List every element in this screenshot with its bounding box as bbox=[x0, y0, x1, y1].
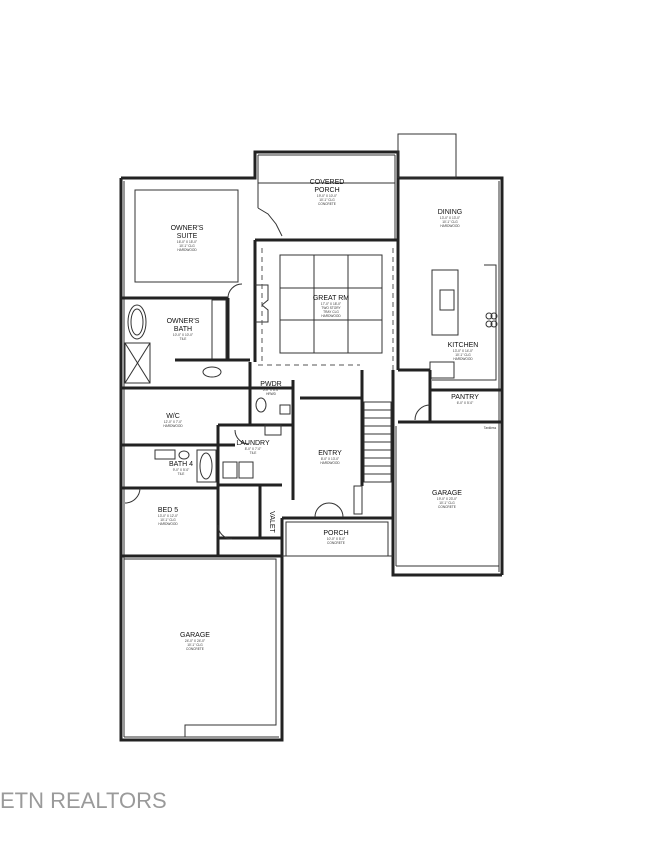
wic-dims: 12'-0" X 7'-0" bbox=[164, 420, 182, 424]
garage-right-name: GARAGE bbox=[432, 490, 462, 497]
great-rm-floor: HARDWOOD bbox=[321, 314, 341, 318]
dining-floor: HARDWOOD bbox=[440, 224, 460, 228]
porch-outline bbox=[282, 521, 393, 557]
room-label-bed5: BED 5 13'-0" X 12'-0" 10'-1" CLG HARDWOO… bbox=[158, 507, 178, 526]
bed5-ceiling: 10'-1" CLG bbox=[160, 518, 176, 522]
great-rm-dims: 17'-0" X 18'-0" bbox=[321, 302, 341, 306]
tankless-note: Tankless bbox=[484, 426, 497, 430]
pantry-dims: 6'-0" X 5'-0" bbox=[457, 401, 474, 405]
owners-suite-walls bbox=[121, 189, 257, 362]
bed5-floor: HARDWOOD bbox=[158, 522, 178, 526]
covered-porch-outline bbox=[255, 154, 398, 242]
owners-suite-name-line2: SUITE bbox=[177, 233, 198, 240]
pantry-name: PANTRY bbox=[451, 394, 479, 401]
room-label-garage-left: GARAGE 24'-0" X 24'-0" 10'-1" CLG CONCRE… bbox=[180, 632, 210, 651]
bath4-name: BATH 4 bbox=[169, 461, 193, 468]
great-rm-ceiling-line1: TWO STORY bbox=[321, 306, 341, 310]
entry-dims: 8'-0" X 13'-0" bbox=[321, 457, 339, 461]
bath4-floor: TILE bbox=[178, 472, 185, 476]
kitchen-dims: 13'-0" X 14'-0" bbox=[453, 349, 473, 353]
central-walls bbox=[248, 362, 395, 518]
room-label-entry: ENTRY 8'-0" X 13'-0" HARDWOOD bbox=[318, 450, 342, 465]
room-label-wic: W/C 12'-0" X 7'-0" HARDWOOD bbox=[163, 413, 183, 428]
garage-right-ceiling: 10'-1" CLG bbox=[439, 501, 455, 505]
garage-left-ceiling: 10'-1" CLG bbox=[187, 643, 203, 647]
pwdr-name: PWDR bbox=[260, 381, 281, 388]
room-label-valet: VALET bbox=[268, 511, 275, 533]
great-rm-name: GREAT RM bbox=[313, 295, 349, 302]
owners-suite-dims: 16'-0" X 15'-0" bbox=[177, 240, 197, 244]
garage-left-dims: 24'-0" X 24'-0" bbox=[185, 639, 205, 643]
bed5-name: BED 5 bbox=[158, 507, 178, 514]
great-rm-ceiling-line2: TRAY CLG bbox=[323, 310, 339, 314]
bath4-dims: 9'-0" X 5'-0" bbox=[173, 468, 190, 472]
wic-floor: HARDWOOD bbox=[163, 424, 183, 428]
porch-floor: CONCRETE bbox=[327, 541, 345, 545]
brand-watermark: ETN REALTORS bbox=[0, 788, 167, 813]
porch-name: PORCH bbox=[323, 530, 348, 537]
tankless-label: Tankless bbox=[484, 426, 497, 430]
owners-suite-ceiling: 10'-1" CLG bbox=[179, 244, 195, 248]
great-room-tray bbox=[255, 248, 394, 370]
dining-ceiling: 10'-1" CLG bbox=[442, 220, 458, 224]
covered-porch-ceiling: 10'-1" CLG bbox=[319, 198, 335, 202]
valet-name: VALET bbox=[268, 511, 275, 533]
covered-porch-name-line1: COVERED bbox=[310, 179, 345, 186]
wic-name: W/C bbox=[166, 413, 180, 420]
owners-suite-name-line1: OWNER'S bbox=[171, 225, 204, 232]
bed5-dims: 13'-0" X 12'-0" bbox=[158, 514, 178, 518]
dining-name: DINING bbox=[438, 209, 463, 216]
kitchen-ceiling: 10'-1" CLG bbox=[455, 353, 471, 357]
entry-name: ENTRY bbox=[318, 450, 342, 457]
garage-left-floor: CONCRETE bbox=[186, 647, 204, 651]
room-label-great-rm: GREAT RM 17'-0" X 18'-0" TWO STORY TRAY … bbox=[313, 295, 349, 318]
kitchen-floor: HARDWOOD bbox=[453, 357, 473, 361]
room-label-laundry: LAUNDRY 8'-0" X 7'-0" TILE bbox=[236, 440, 270, 455]
room-label-dining: DINING 13'-0" X 13'-0" 10'-1" CLG HARDWO… bbox=[438, 209, 463, 228]
room-label-pwdr: PWDR 5'-0" X 6'-0" HRWD bbox=[260, 381, 281, 396]
owners-bath-name-line2: BATH bbox=[174, 326, 192, 333]
room-label-owners-bath: OWNER'S BATH 10'-0" X 10'-0" TILE bbox=[167, 318, 200, 341]
entry-floor: HARDWOOD bbox=[320, 461, 340, 465]
room-label-kitchen: KITCHEN 13'-0" X 14'-0" 10'-1" CLG HARDW… bbox=[448, 342, 479, 361]
garage-right-floor: CONCRETE bbox=[438, 505, 456, 509]
owners-bath-dims: 10'-0" X 10'-0" bbox=[173, 333, 193, 337]
owners-bath-name-line1: OWNER'S bbox=[167, 318, 200, 325]
owners-suite-floor: HARDWOOD bbox=[177, 248, 197, 252]
room-label-garage-right: GARAGE 19'-0" X 23'-0" 10'-1" CLG CONCRE… bbox=[432, 490, 462, 509]
pwdr-floor: HRWD bbox=[266, 392, 277, 396]
covered-porch-dims: 19'-0" X 10'-0" bbox=[317, 194, 337, 198]
kitchen-name: KITCHEN bbox=[448, 342, 479, 349]
garage-walls bbox=[121, 426, 499, 737]
owners-bath-fixtures bbox=[121, 299, 250, 390]
owners-bath-floor: TILE bbox=[180, 337, 187, 341]
garage-right-dims: 19'-0" X 23'-0" bbox=[437, 497, 457, 501]
covered-porch-floor: CONCRETE bbox=[318, 202, 336, 206]
laundry-dims: 8'-0" X 7'-0" bbox=[245, 447, 262, 451]
kitchen-walls bbox=[396, 178, 502, 424]
laundry-name: LAUNDRY bbox=[236, 440, 270, 447]
room-label-covered-porch: COVERED PORCH 19'-0" X 10'-0" 10'-1" CLG… bbox=[310, 179, 345, 206]
dining-dims: 13'-0" X 13'-0" bbox=[440, 216, 460, 220]
porch-dims: 10'-0" X 5'-0" bbox=[327, 537, 345, 541]
covered-porch-name-line2: PORCH bbox=[314, 187, 339, 194]
room-label-owners-suite: OWNER'S SUITE 16'-0" X 15'-0" 10'-1" CLG… bbox=[171, 225, 204, 252]
room-label-porch: PORCH 10'-0" X 5'-0" CONCRETE bbox=[323, 530, 348, 545]
exterior-walls bbox=[119, 133, 504, 742]
room-label-pantry: PANTRY 6'-0" X 5'-0" bbox=[451, 394, 479, 405]
room-label-bath4: BATH 4 9'-0" X 5'-0" TILE bbox=[169, 461, 193, 476]
laundry-floor: TILE bbox=[250, 451, 257, 455]
garage-left-name: GARAGE bbox=[180, 632, 210, 639]
pwdr-dims: 5'-0" X 6'-0" bbox=[263, 388, 280, 392]
